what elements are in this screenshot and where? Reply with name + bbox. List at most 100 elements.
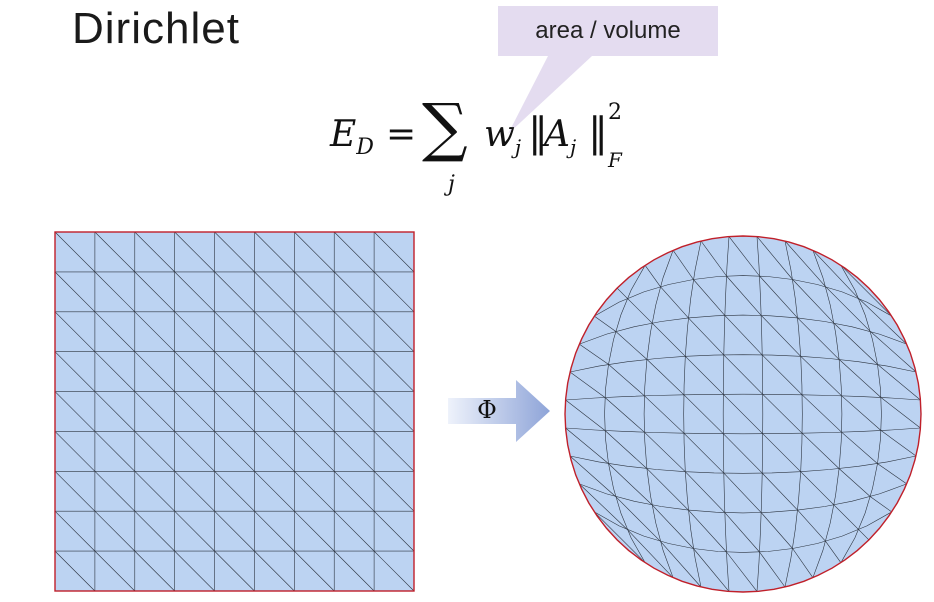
map-arrow-icon bbox=[448, 380, 550, 442]
disk-mesh-vline bbox=[756, 236, 764, 592]
disk-mesh-diagonal bbox=[724, 512, 760, 553]
disk-mesh-diagonal bbox=[858, 529, 870, 541]
square-mesh-diagonal bbox=[373, 471, 415, 512]
square-mesh-diagonal bbox=[254, 231, 295, 273]
square-mesh-diagonal bbox=[334, 351, 375, 392]
square-mesh-diagonal bbox=[334, 431, 375, 472]
disk-mesh-diagonal bbox=[877, 463, 907, 485]
energy-symbol: ED bbox=[330, 114, 374, 160]
square-mesh-diagonal bbox=[294, 271, 335, 312]
disk-mesh-diagonal bbox=[594, 511, 646, 563]
square-mesh-diagonal bbox=[373, 351, 415, 392]
disk-mesh-diagonal bbox=[683, 432, 725, 474]
square-mesh-diagonal bbox=[54, 511, 96, 552]
disk-mesh-diagonal bbox=[877, 364, 921, 401]
disk-mesh-diagonal bbox=[688, 509, 727, 553]
square-mesh-diagonal bbox=[214, 511, 255, 552]
disk-mesh-diagonal bbox=[724, 315, 763, 356]
disk-mesh-diagonal bbox=[761, 472, 798, 511]
disk-mesh-diagonal bbox=[615, 331, 648, 360]
disk-mesh-diagonal bbox=[840, 265, 892, 317]
square-mesh-diagonal bbox=[134, 311, 175, 352]
square-mesh-diagonal bbox=[294, 431, 335, 472]
disk-mesh-diagonal bbox=[688, 317, 725, 356]
square-mesh-diagonal bbox=[373, 271, 415, 312]
disk-mesh-diagonal bbox=[723, 354, 763, 395]
map-label: Φ bbox=[477, 396, 497, 424]
disk-mesh-diagonal bbox=[841, 431, 878, 464]
disk-mesh-diagonal bbox=[604, 397, 645, 433]
square-mesh-diagonal bbox=[294, 391, 335, 432]
disk-mesh-diagonal bbox=[797, 509, 826, 542]
disk-mesh-diagonal bbox=[792, 548, 814, 578]
square-mesh-diagonal bbox=[54, 351, 96, 392]
disk-mesh-diagonal bbox=[651, 504, 694, 549]
disk-mesh-diagonal bbox=[784, 240, 826, 287]
disk-mesh-diagonal bbox=[685, 471, 726, 513]
disk-mesh-vline bbox=[812, 250, 843, 578]
square-mesh-diagonal bbox=[294, 550, 335, 592]
square-mesh-diagonal bbox=[373, 431, 415, 472]
disk-mesh-diagonal bbox=[825, 286, 871, 332]
callout-box: area / volume bbox=[498, 6, 718, 56]
disk-mesh-diagonal bbox=[685, 356, 724, 395]
square-mesh-diagonal bbox=[54, 550, 96, 592]
disk-mesh-diagonal bbox=[627, 298, 653, 324]
square-mesh-diagonal bbox=[134, 550, 175, 592]
square-mesh-diagonal bbox=[254, 511, 295, 552]
norm-exponent: 2 bbox=[608, 100, 622, 125]
square-mesh-diagonal bbox=[134, 271, 175, 312]
square-mesh-diagonal bbox=[373, 231, 415, 273]
disk-mesh-diagonal bbox=[569, 455, 616, 497]
square-mesh-diagonal bbox=[334, 271, 375, 312]
disk-mesh-hline bbox=[594, 511, 892, 553]
disk-mesh-hline bbox=[594, 275, 892, 317]
square-mesh-diagonal bbox=[94, 391, 135, 432]
slide-title: Dirichlet bbox=[72, 4, 240, 53]
square-mesh-diagonal bbox=[334, 511, 375, 552]
square-mesh-diagonal bbox=[94, 550, 135, 592]
disk-mesh-diagonal bbox=[646, 468, 689, 511]
disk-mesh-diagonal bbox=[646, 359, 685, 396]
disk-mesh-vline bbox=[840, 265, 882, 563]
square-mesh-diagonal bbox=[94, 271, 135, 312]
disk-mesh-diagonal bbox=[762, 433, 801, 472]
disk-mesh-diagonal bbox=[726, 275, 762, 316]
square-mesh-diagonal bbox=[174, 311, 215, 352]
square-mesh-diagonal bbox=[294, 471, 335, 512]
square-mesh-diagonal bbox=[134, 231, 175, 273]
square-mesh-diagonal bbox=[54, 431, 96, 472]
square-mesh-diagonal bbox=[174, 231, 215, 273]
disk-mesh-diagonal bbox=[825, 541, 842, 563]
matrix-subscript: j bbox=[570, 135, 577, 160]
disk-mesh-diagonal bbox=[728, 236, 760, 277]
disk-mesh-diagonal bbox=[608, 364, 645, 397]
disk-mesh-diagonal bbox=[660, 286, 689, 319]
dirichlet-energy-formula: ED = ∑ j wj ‖ Aj ‖ 2 F bbox=[330, 96, 650, 206]
disk-mesh-diagonal bbox=[644, 395, 685, 434]
square-mesh-diagonal bbox=[174, 391, 215, 432]
disk-mesh-vline bbox=[683, 240, 702, 588]
disk-mesh-hline bbox=[579, 483, 907, 514]
square-mesh-diagonal bbox=[294, 511, 335, 552]
disk-mesh-diagonal bbox=[760, 315, 801, 357]
square-mesh-diagonal bbox=[214, 271, 255, 312]
disk-mesh-hline bbox=[565, 393, 921, 401]
square-mesh-diagonal bbox=[254, 550, 295, 592]
square-mesh-diagonal bbox=[94, 311, 135, 352]
disk-mesh-hline bbox=[579, 314, 907, 345]
frobenius-subscript: F bbox=[608, 148, 622, 172]
disk-mesh-diagonal bbox=[683, 394, 724, 434]
square-mesh-diagonal bbox=[373, 511, 415, 552]
disk-mesh bbox=[564, 235, 922, 593]
disk-mesh-diagonal bbox=[723, 433, 763, 474]
square-mesh-diagonal bbox=[294, 351, 335, 392]
square-mesh-diagonal bbox=[334, 550, 375, 592]
disk-mesh-hline bbox=[569, 354, 917, 373]
disk-mesh-diagonal bbox=[880, 430, 917, 457]
disk-mesh-diagonal bbox=[565, 399, 606, 431]
disk-mesh-diagonal bbox=[761, 354, 803, 396]
summation-index: j bbox=[448, 172, 455, 197]
